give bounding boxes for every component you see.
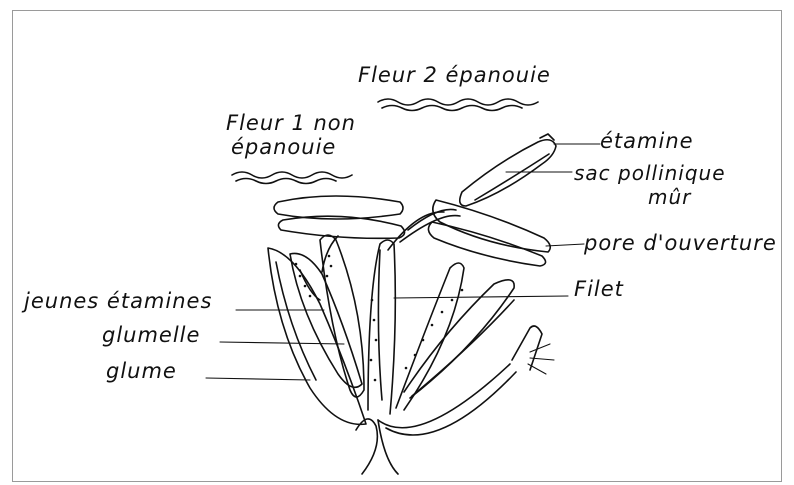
- title-flower-1-underline: [232, 172, 352, 178]
- stem: [356, 326, 554, 474]
- label-glume: glume: [106, 359, 177, 383]
- label-etamine: étamine: [600, 129, 694, 153]
- flower-1-anthers: [274, 196, 405, 238]
- title-flower-1-line1: Fleur 1 non: [226, 111, 356, 135]
- flower-2-anthers: [428, 134, 556, 266]
- label-glumelle: glumelle: [102, 323, 200, 347]
- label-pore: pore d'ouverture: [583, 231, 777, 255]
- label-sac-line2: mûr: [648, 185, 692, 209]
- title-flower-2: Fleur 2 épanouie: [358, 63, 551, 87]
- title-flower-1-line2: épanouie: [231, 135, 336, 159]
- leader-lines: [206, 144, 600, 380]
- label-sac-line1: sac pollinique: [574, 161, 726, 185]
- label-filet: Filet: [574, 277, 624, 301]
- label-jeunes-etamines: jeunes étamines: [21, 289, 212, 313]
- title-flower-2-underline: [378, 99, 538, 105]
- flower-1-glumes: [268, 235, 366, 424]
